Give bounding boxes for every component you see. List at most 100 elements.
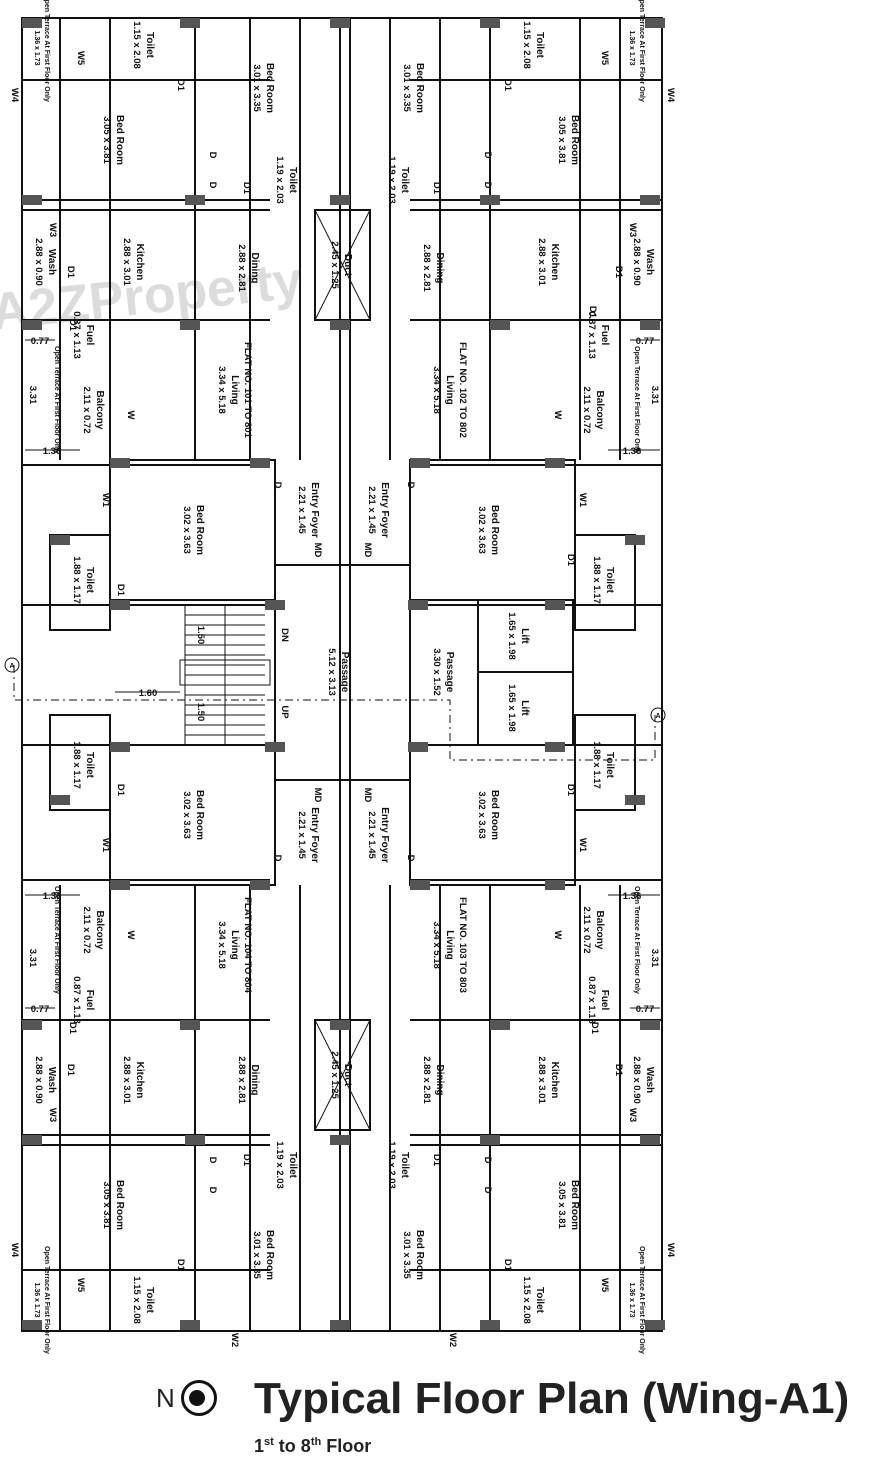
duct-cross (314, 209, 371, 321)
window-w5-3: W5 (599, 1278, 610, 1293)
duct-cross (314, 1019, 371, 1131)
column (480, 1135, 500, 1145)
window-w1-3: W1 (577, 838, 588, 853)
lift-2-name: Lift (519, 700, 530, 716)
column (410, 880, 430, 890)
column (330, 18, 350, 28)
toilet-bl-dim: 1.15 x 2.08 (131, 1276, 142, 1324)
terrace-dim-1: 1.36 x 1.73 (628, 30, 635, 65)
living-l2-flat: FLAT NO. 104 TO 804 (242, 897, 253, 993)
dining-r-name: Dining (434, 252, 445, 283)
column (330, 320, 350, 330)
kitchen-r2-name: Kitchen (549, 1062, 560, 1099)
window-w5-0: W5 (75, 51, 86, 66)
living-r-dim: 3.34 x 5.18 (431, 366, 442, 414)
duct-top-dim: 2.45 x 1.25 (329, 241, 340, 289)
window-w4-0: W4 (9, 88, 20, 103)
bed-room-mr2-dim: 3.02 x 3.63 (476, 791, 487, 839)
column (408, 742, 428, 752)
living-l2-name: Living (229, 930, 240, 959)
main-door-0: MD (312, 543, 323, 558)
column (110, 880, 130, 890)
wash-r2-name: Wash (644, 1067, 655, 1093)
door-4: D (405, 482, 416, 489)
wall-rect (574, 714, 636, 811)
door-11: D (482, 1157, 493, 1164)
dining-r-dim: 2.88 x 2.81 (421, 244, 432, 292)
bed-room-tr-dim: 3.05 x 3.81 (556, 116, 567, 164)
wash-l-dim: 2.88 x 0.90 (33, 238, 44, 286)
bed-room-mr-name: Bed Room (489, 505, 500, 555)
door-d1-17: D1 (431, 1154, 442, 1167)
door-d1-9: D1 (565, 554, 576, 567)
passage-right-name: Passage (444, 652, 455, 693)
bed-room-tc-r-dim: 3.01 x 3.35 (401, 64, 412, 112)
open-terrace-note-2: Open Terrace At First Floor Only (53, 886, 60, 994)
plan-walls (21, 17, 663, 1332)
main-door-3: MD (362, 788, 373, 803)
column (250, 458, 270, 468)
toilet-mr-dim: 1.88 x 1.17 (591, 556, 602, 604)
wash-r-dim: 2.88 x 0.90 (631, 238, 642, 286)
entry-foyer-l-dim: 2.21 x 1.45 (296, 486, 307, 534)
column (50, 795, 70, 805)
toilet-bc-l-dim: 1.19 x 2.03 (274, 1141, 285, 1189)
fuel-r2-dim: 0.87 x 1.13 (586, 976, 597, 1024)
section-marker-icon (650, 707, 666, 723)
column (22, 18, 42, 28)
bed-room-tc-r-name: Bed Room (414, 63, 425, 113)
door-d1-11: D1 (565, 784, 576, 797)
living-r2-name: Living (444, 930, 455, 959)
toilet-tc-r-dim: 1.19 x 2.03 (386, 156, 397, 204)
wash-r2-dim: 2.88 x 0.90 (631, 1056, 642, 1104)
window-w5-1: W5 (599, 51, 610, 66)
bed-room-tl-name: Bed Room (114, 115, 125, 165)
toilet-tc-l-name: Toilet (287, 167, 298, 194)
column (22, 320, 42, 330)
toilet-tr-name: Toilet (534, 32, 545, 59)
kitchen-r-name: Kitchen (549, 244, 560, 281)
door-d1-19: D1 (502, 1259, 513, 1272)
kitchen-l-name: Kitchen (134, 244, 145, 281)
window-w4-2: W4 (9, 1243, 20, 1258)
open-terrace-note-0: Open Terrace At First Floor Only (53, 346, 60, 454)
plan-caption: N Typical Floor Plan (Wing-A1) 1st to 8t… (150, 1372, 894, 1462)
main-door-2: MD (312, 788, 323, 803)
column (265, 742, 285, 752)
passage-wall (274, 564, 411, 781)
column (545, 742, 565, 752)
column (330, 1320, 350, 1330)
door-d1-10: D1 (115, 784, 126, 797)
north-label: N (156, 1382, 175, 1413)
bed-room-ml2-dim: 3.02 x 3.63 (181, 791, 192, 839)
entry-foyer-r2-dim: 2.21 x 1.45 (366, 811, 377, 859)
column (110, 742, 130, 752)
dim-150-b: 1.50 (195, 703, 206, 722)
door-3: D (482, 182, 493, 189)
wall-rect (109, 459, 276, 601)
column (410, 458, 430, 468)
dim-077-3: 0.77 (636, 1004, 655, 1015)
toilet-ml2-name: Toilet (84, 752, 95, 779)
dim-160: 1.60 (139, 688, 158, 699)
door-d1-18: D1 (175, 1259, 186, 1272)
terrace-note-0: Open Terrace At First Floor Only (43, 0, 50, 102)
stair-landing (179, 659, 271, 686)
dining-r2-dim: 2.88 x 2.81 (421, 1056, 432, 1104)
window-w2-1: W2 (447, 1333, 458, 1347)
window-w3-2: W3 (47, 1108, 58, 1122)
door-d1-8: D1 (115, 584, 126, 597)
duct-bottom-dim: 2.45 x 1.25 (329, 1051, 340, 1099)
open-terrace-note-3: Open Terrace At First Floor Only (633, 886, 640, 994)
living-r-name: Living (444, 375, 455, 404)
column (110, 458, 130, 468)
terrace-note-2: Open Terrace At First Floor Only (43, 1246, 50, 1354)
plan-details (4, 209, 666, 1131)
balcony-r2-dim: 2.11 x 0.72 (581, 906, 592, 953)
fuel-l2-name: Fuel (84, 990, 95, 1011)
toilet-tc-l-dim: 1.19 x 2.03 (274, 156, 285, 204)
door-d1-5: D1 (613, 266, 624, 279)
bed-room-ml-name: Bed Room (194, 505, 205, 555)
